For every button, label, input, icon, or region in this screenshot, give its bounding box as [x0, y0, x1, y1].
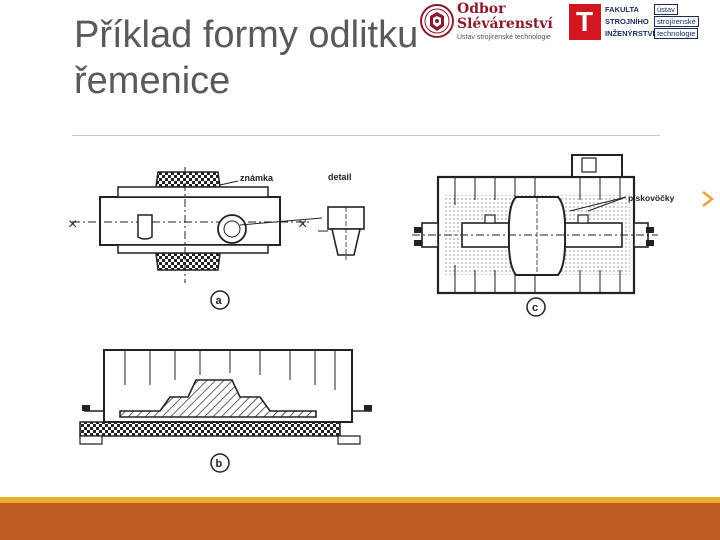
figure-b: b [79, 349, 372, 473]
university-seal-icon [420, 4, 454, 38]
axis-marker-left: × [68, 216, 77, 233]
figure-a: × × známka detail a [68, 167, 365, 310]
mold-drawing: × × známka detail a [68, 154, 675, 473]
label-znamka: známka [240, 173, 274, 183]
slide-title: Příklad formy odlitku řemenice [74, 12, 494, 104]
chevron-right-icon [702, 191, 715, 207]
footer-bar-accent [0, 497, 720, 503]
label-piskovcky: pískovöčky [628, 193, 675, 203]
fakulta-col1-line3: INŽENÝRSTVÍ [605, 29, 655, 38]
slide-title-line-2: řemenice [74, 60, 231, 102]
axis-marker-right: × [298, 216, 307, 233]
figure-c: pískovöčky c [412, 154, 675, 317]
footer-bar [0, 503, 720, 540]
odbor-logo-line-3: Ústav strojírenské technologie [457, 34, 551, 41]
title-divider [72, 135, 660, 136]
fakulta-t-icon: T [569, 4, 601, 40]
odbor-logo-line-2: Slévárenství [457, 16, 553, 32]
fakulta-col1-line1: FAKULTA [605, 5, 639, 14]
fakulta-col2-line2: strojírenské [654, 16, 699, 27]
fakulta-col2-line1: ústav [654, 4, 678, 15]
slide-title-line-1: Příklad formy odlitku [74, 14, 419, 56]
label-b: b [216, 458, 223, 470]
odbor-logo-line-1: Odbor [457, 1, 506, 17]
label-a: a [216, 295, 223, 307]
fakulta-col2-line3: technologie [654, 28, 699, 39]
label-detail: detail [328, 172, 352, 182]
fakulta-col1-line2: STROJNÍHO [605, 17, 649, 26]
label-c: c [532, 302, 538, 314]
